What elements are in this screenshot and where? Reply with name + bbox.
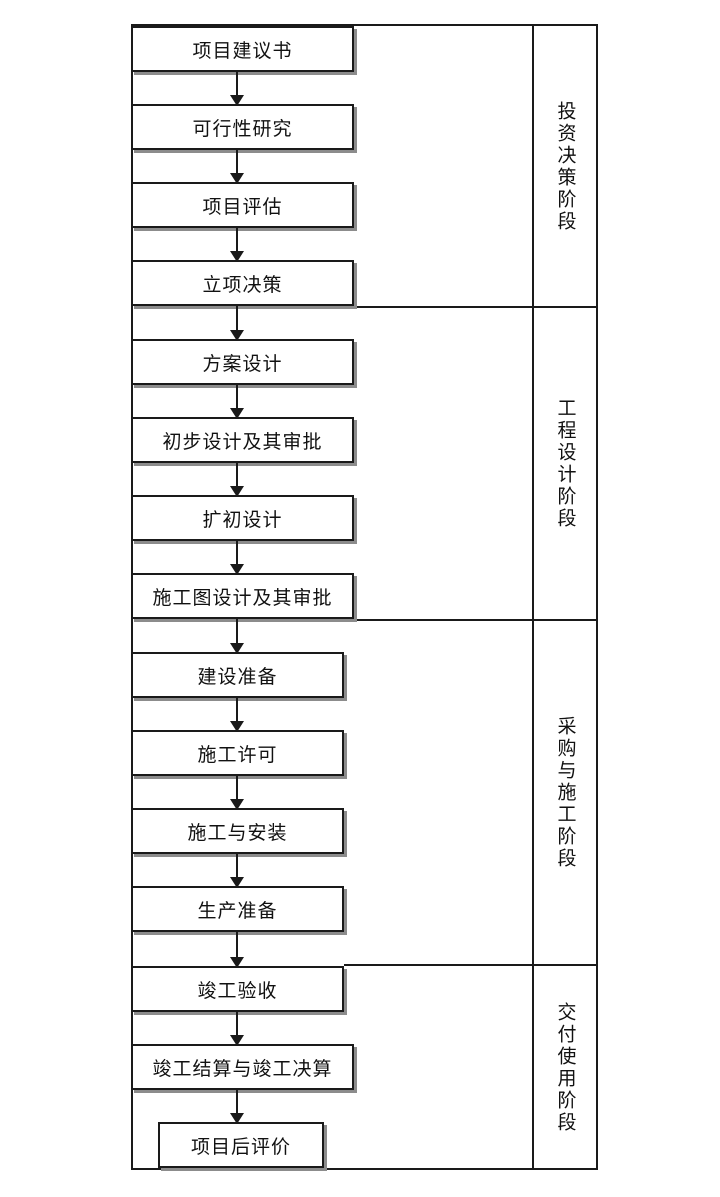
step-approval-decision: 立项决策 — [131, 260, 354, 306]
flow-arrow — [230, 385, 244, 419]
phase-delivery-use: 交付使用阶段 — [532, 966, 598, 1169]
phase-separator — [344, 964, 598, 966]
flow-arrow — [230, 306, 244, 341]
flow-arrow — [230, 854, 244, 888]
step-construction-permit: 施工许可 — [131, 730, 344, 776]
phase-label: 投资决策阶段 — [554, 100, 577, 233]
flow-arrow — [230, 1012, 244, 1046]
phase-investment-decision: 投资决策阶段 — [532, 26, 598, 307]
step-construction-drawings: 施工图设计及其审批 — [131, 573, 354, 619]
step-extended-design: 扩初设计 — [131, 495, 354, 541]
flow-arrow — [230, 463, 244, 497]
flow-arrow — [230, 1090, 244, 1124]
flow-arrow — [230, 72, 244, 106]
flow-arrow — [230, 150, 244, 184]
flow-arrow — [230, 698, 244, 732]
step-post-evaluation: 项目后评价 — [158, 1122, 324, 1168]
phase-engineering-design: 工程设计阶段 — [532, 308, 598, 620]
flow-arrow — [230, 619, 244, 654]
phase-label: 采购与施工阶段 — [554, 716, 577, 870]
flow-arrow — [230, 541, 244, 575]
step-feasibility-study: 可行性研究 — [131, 104, 354, 150]
step-construction-installation: 施工与安装 — [131, 808, 344, 854]
flow-arrow — [230, 932, 244, 968]
step-final-settlement: 竣工结算与竣工决算 — [131, 1044, 354, 1090]
step-production-preparation: 生产准备 — [131, 886, 344, 932]
phase-column-frame — [532, 24, 598, 1170]
phase-separator — [354, 619, 598, 621]
step-project-evaluation: 项目评估 — [131, 182, 354, 228]
phase-label: 交付使用阶段 — [554, 1001, 577, 1134]
step-preliminary-design: 初步设计及其审批 — [131, 417, 354, 463]
phase-separator — [354, 306, 598, 308]
step-project-proposal: 项目建议书 — [131, 26, 354, 72]
flow-arrow — [230, 776, 244, 810]
step-construction-preparation: 建设准备 — [131, 652, 344, 698]
flow-arrow — [230, 228, 244, 262]
phase-procurement-construction: 采购与施工阶段 — [532, 621, 598, 965]
step-completion-acceptance: 竣工验收 — [131, 966, 344, 1012]
step-scheme-design: 方案设计 — [131, 339, 354, 385]
phase-label: 工程设计阶段 — [554, 398, 577, 530]
